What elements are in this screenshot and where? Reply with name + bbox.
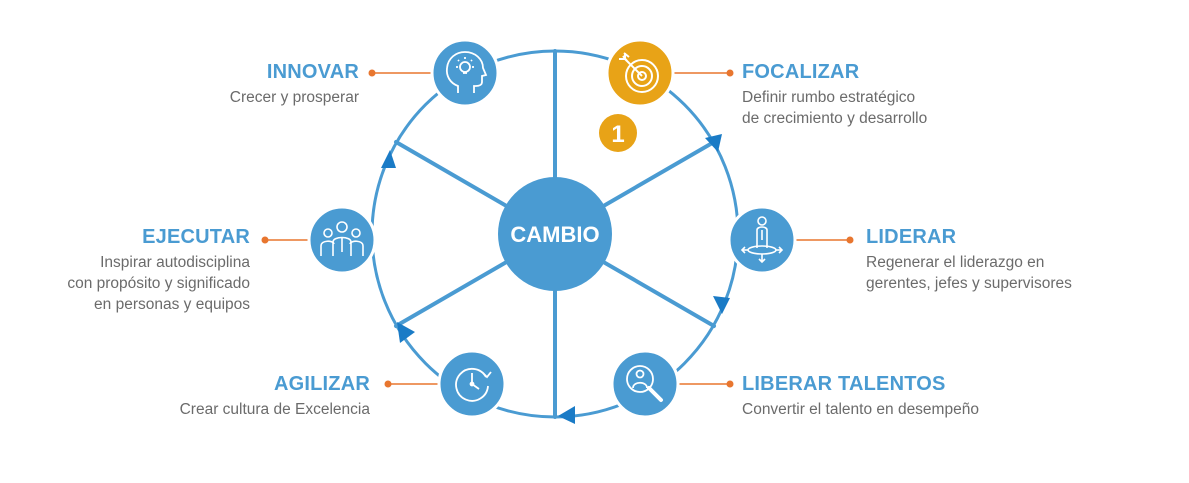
stage-title-ejecutar: EJECUTAR xyxy=(142,226,250,248)
leader-icon xyxy=(740,216,784,264)
stage-desc-focalizar-1: Definir rumbo estratégico xyxy=(742,89,916,106)
stage-desc-innovar: Crecer y prosperar xyxy=(229,89,359,106)
magnifier-person-icon xyxy=(626,365,663,402)
cycle-arrows xyxy=(381,134,730,424)
stage-desc-liderar-1: Regenerar el liderazgo en xyxy=(866,254,1045,271)
target-icon xyxy=(619,52,659,93)
stage-title-agilizar: AGILIZAR xyxy=(273,373,370,395)
node-agilizar xyxy=(437,349,507,419)
connectors xyxy=(261,69,854,388)
arrow-focalizar-liderar xyxy=(705,134,722,152)
stage-desc-ejecutar-1: Inspirar autodisciplina xyxy=(100,254,250,271)
label-liberar-talentos: LIBERAR TALENTOS Convertir el talento en… xyxy=(742,372,979,420)
node-ejecutar xyxy=(307,205,377,275)
label-agilizar: AGILIZAR Crear cultura de Excelencia xyxy=(180,372,370,420)
node-focalizar xyxy=(605,38,675,108)
stage-desc-ejecutar-3: en personas y equipos xyxy=(94,296,250,313)
node-innovar xyxy=(430,38,500,108)
arrow-liberar-agilizar xyxy=(558,406,575,424)
arrow-liderar-liberar xyxy=(713,296,730,314)
node-liderar xyxy=(727,205,797,275)
idea-head-icon xyxy=(445,51,488,93)
clock-icon xyxy=(455,367,492,402)
stage-title-liderar: LIDERAR xyxy=(866,226,957,248)
stage-desc-focalizar-2: de crecimiento y desarrollo xyxy=(742,110,928,127)
stage-desc-ejecutar-2: con propósito y significado xyxy=(67,275,250,292)
label-focalizar: FOCALIZAR Definir rumbo estratégico de c… xyxy=(742,60,927,129)
label-innovar: INNOVAR Crecer y prosperar xyxy=(230,60,359,108)
step-badge-number: 1 xyxy=(611,121,624,148)
node-liberar-talentos xyxy=(610,349,680,419)
stage-title-focalizar: FOCALIZAR xyxy=(742,61,860,83)
arrow-agilizar-ejecutar xyxy=(397,322,415,343)
center-circle xyxy=(498,177,612,291)
arrow-ejecutar-innovar xyxy=(381,150,396,168)
stage-desc-agilizar: Crear cultura de Excelencia xyxy=(179,401,370,418)
center-label: CAMBIO xyxy=(510,222,599,247)
step-badge xyxy=(599,114,637,152)
label-ejecutar: EJECUTAR Inspirar autodisciplina con pro… xyxy=(67,225,250,315)
team-icon xyxy=(320,221,364,256)
stage-title-innovar: INNOVAR xyxy=(266,61,359,83)
label-liderar: LIDERAR Regenerar el liderazgo en gerent… xyxy=(866,225,1072,294)
stage-title-liberar-talentos: LIBERAR TALENTOS xyxy=(742,373,946,395)
stage-desc-liberar-talentos: Convertir el talento en desempeño xyxy=(742,401,979,418)
stage-desc-liderar-2: gerentes, jefes y supervisores xyxy=(866,275,1072,292)
